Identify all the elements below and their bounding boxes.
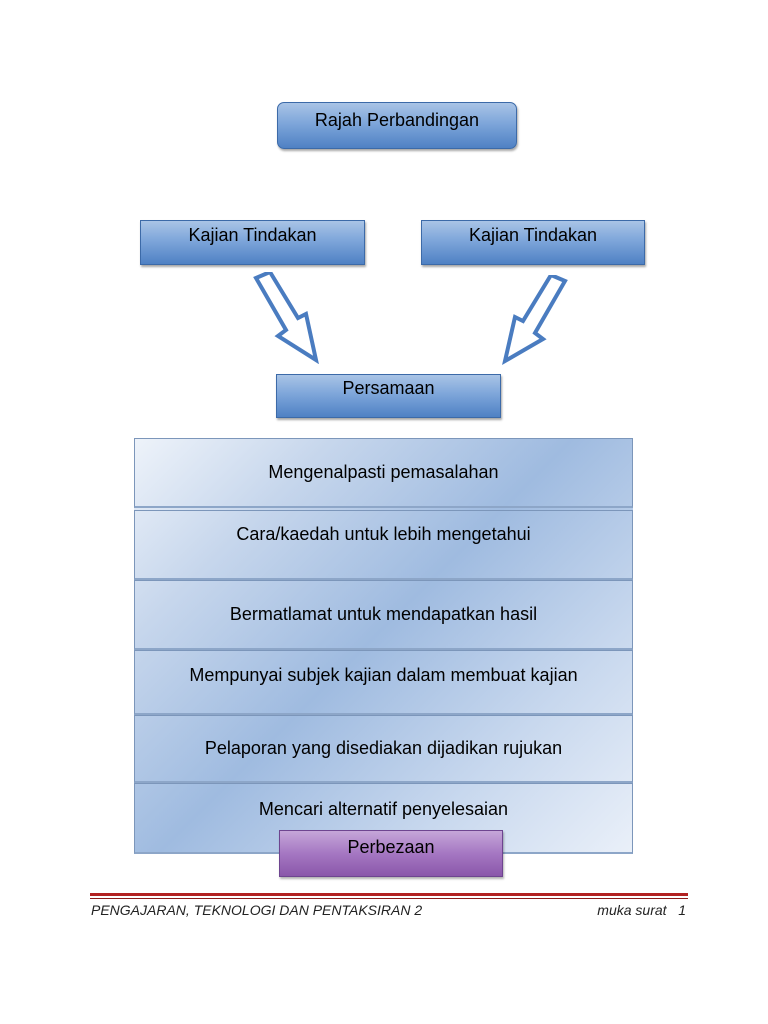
footer-rule [90, 893, 688, 896]
similarity-item-text: Mencari alternatif penyelesaian [258, 799, 509, 819]
similarity-header-box: Persamaan [276, 374, 501, 418]
source-label-left: Kajian Tindakan [188, 224, 317, 245]
similarity-item-text: Bermatlamat untuk mendapatkan hasil [229, 604, 538, 624]
difference-header-box: Perbezaan [279, 830, 503, 877]
similarity-item: Pelaporan yang disediakan dijadikan ruju… [134, 715, 633, 783]
diagram-title: Rajah Perbandingan [314, 110, 480, 130]
similarity-item-text: Mempunyai subjek kajian dalam membuat ka… [189, 665, 578, 685]
source-box-right: Kajian Tindakan [421, 220, 645, 265]
arrow-down-left-icon [502, 275, 568, 366]
similarity-header: Persamaan [342, 378, 435, 398]
footer-page-number: muka surat 1 [597, 902, 686, 918]
similarity-item-text: Mengenalpasti pemasalahan [268, 462, 499, 482]
similarity-item: Mengenalpasti pemasalahan [134, 438, 633, 508]
similarity-item-text: Pelaporan yang disediakan dijadikan ruju… [204, 738, 563, 758]
footer-course-title: PENGAJARAN, TEKNOLOGI DAN PENTAKSIRAN 2 [91, 902, 423, 918]
source-label-right: Kajian Tindakan [468, 224, 598, 245]
similarity-item: Bermatlamat untuk mendapatkan hasil [134, 580, 633, 650]
similarity-item: Mempunyai subjek kajian dalam membuat ka… [134, 650, 633, 715]
diagram-title-box: Rajah Perbandingan [277, 102, 517, 149]
similarity-item-text: Cara/kaedah untuk lebih mengetahui [236, 524, 531, 544]
arrow-down-right-icon [253, 272, 319, 364]
source-box-left: Kajian Tindakan [140, 220, 365, 265]
similarity-item: Cara/kaedah untuk lebih mengetahui [134, 510, 633, 580]
footer-rule-thin [90, 898, 688, 899]
difference-header: Perbezaan [347, 837, 435, 857]
